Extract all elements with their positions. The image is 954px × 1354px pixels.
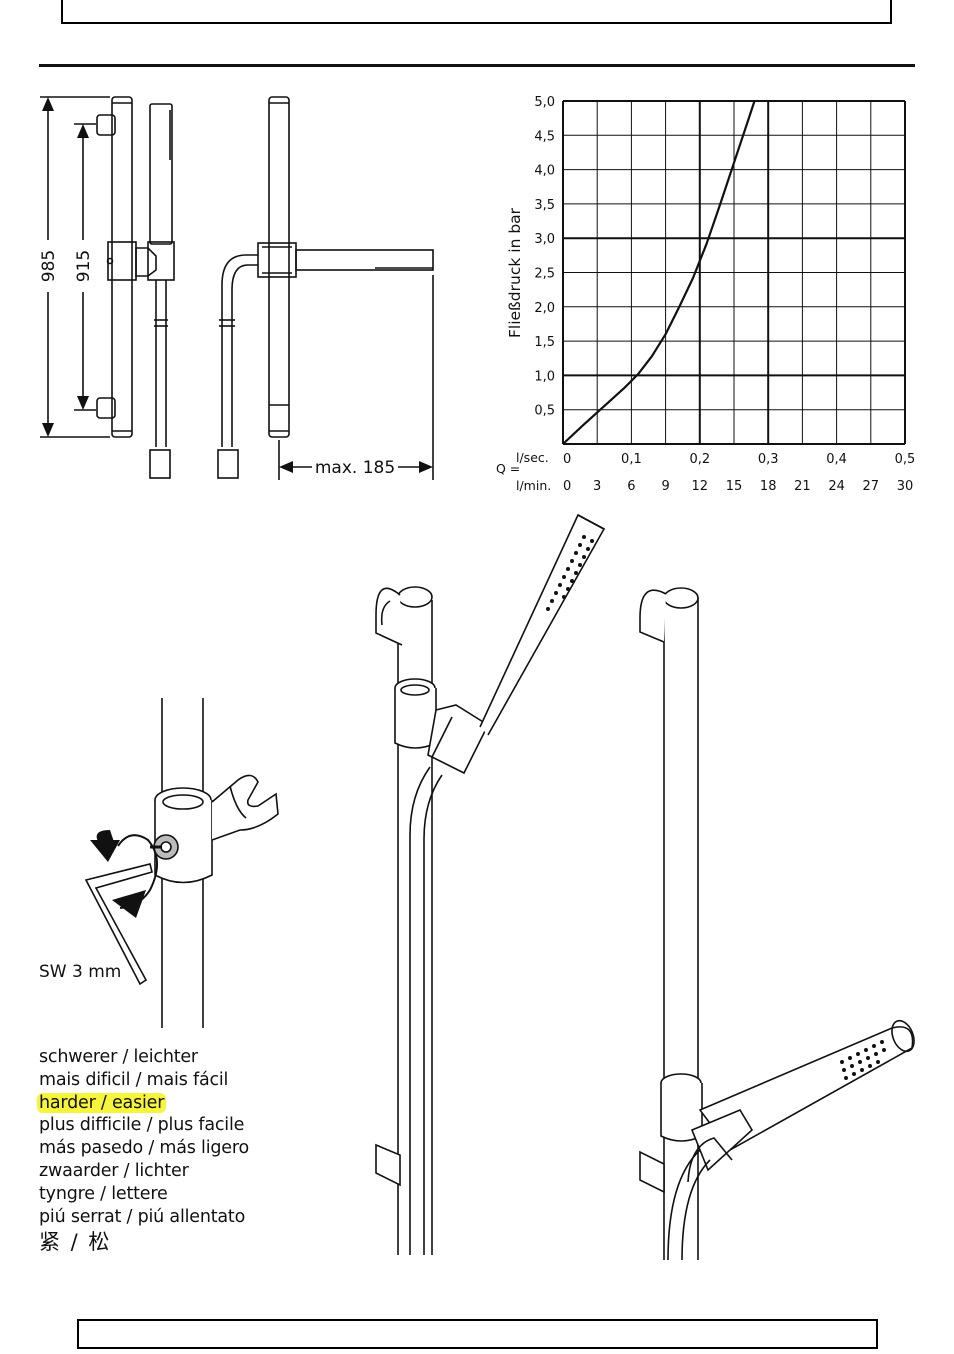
handshower-front xyxy=(149,103,173,245)
x-tick-label-min: 21 xyxy=(794,479,811,494)
x-tick-label-sec: 0,1 xyxy=(621,452,642,467)
rail-with-handshower-drawing xyxy=(375,513,606,1255)
y-tick-label: 3,0 xyxy=(534,232,555,247)
hose-side-inner xyxy=(231,264,258,447)
wrench-size-label: SW 3 mm xyxy=(39,962,122,982)
chart-grid xyxy=(562,100,906,445)
hex-key-icon xyxy=(84,863,153,986)
y-tick-label: 2,5 xyxy=(534,267,555,282)
x-tick-label-min: 15 xyxy=(726,479,743,494)
rotate-left-icon xyxy=(90,840,120,862)
rail-front xyxy=(111,96,133,438)
x-tick-label-min: 18 xyxy=(760,479,777,494)
x-tick-label-sec: 0,5 xyxy=(895,452,916,467)
y-tick-label: 1,5 xyxy=(534,335,555,350)
y-tick-label: 0,5 xyxy=(534,404,555,419)
label-en-highlighted: harder / easier xyxy=(37,1092,167,1113)
x-tick-label-min: 3 xyxy=(593,479,601,494)
label-zh: 紧 / 松 xyxy=(39,1230,112,1255)
arrow-right-icon xyxy=(419,461,433,473)
header-rule xyxy=(39,64,915,67)
x-tick-label-sec: 0,2 xyxy=(689,452,710,467)
arrow-down-icon xyxy=(77,396,89,410)
spray-nozzles-icon xyxy=(546,535,594,611)
x-tick-label-min: 27 xyxy=(863,479,880,494)
y-tick-label: 1,0 xyxy=(534,369,555,384)
rotate-right-icon xyxy=(112,890,146,918)
flow-pressure-chart: 0,5 1,0 1,5 2,0 2,5 3,0 3,5 4,0 4,5 5,0 0 0,1 0,2 0,3… xyxy=(496,95,916,494)
label-it: piú serrat / piú allentato xyxy=(39,1206,246,1227)
rail-side xyxy=(268,96,290,438)
dimension-drawing: 985 915 max. 185 xyxy=(39,96,434,480)
header-frame xyxy=(61,0,892,24)
x-tick-label-min: 6 xyxy=(627,479,635,494)
hose-connector-side xyxy=(217,449,239,479)
chart-ylabel: Fließdruck in bar xyxy=(506,207,524,338)
y-tick-label: 5,0 xyxy=(534,95,555,110)
label-no: tyngre / lettere xyxy=(39,1183,168,1204)
arrow-left-icon xyxy=(279,461,293,473)
label-nl: zwaarder / lichter xyxy=(39,1160,189,1181)
y-tick-label: 4,0 xyxy=(534,164,555,179)
chart-unit-min: l/min. xyxy=(516,478,551,493)
label-de: schwerer / leichter xyxy=(39,1047,198,1067)
dim-label-915: 915 xyxy=(74,250,94,282)
arrow-up-icon xyxy=(42,97,54,111)
x-tick-label-sec: 0 xyxy=(563,452,571,467)
x-tick-label-min: 12 xyxy=(692,479,709,494)
label-pt: mais dificil / mais fácil xyxy=(39,1069,229,1090)
rail-mounted-handshower-drawing xyxy=(639,587,915,1261)
chart-unit-sec: l/sec. xyxy=(516,450,549,465)
hose-connector-front xyxy=(149,449,171,479)
slider-detail-drawing xyxy=(84,698,279,1028)
x-tick-label-min: 9 xyxy=(661,479,669,494)
footer-frame xyxy=(77,1319,878,1349)
wall-bracket-bottom xyxy=(96,397,116,419)
x-tick-label-min: 0 xyxy=(563,479,571,494)
dim-label-985: 985 xyxy=(39,250,59,282)
y-tick-label: 3,5 xyxy=(534,198,555,213)
label-es: más pasedo / más ligero xyxy=(39,1138,249,1159)
x-tick-label-min: 24 xyxy=(828,479,845,494)
chart-q-label: Q = xyxy=(496,461,520,476)
arrow-down-icon xyxy=(42,423,54,437)
wall-bracket-top xyxy=(96,114,116,136)
adjustment-label-list: schwerer / leichter mais dificil / mais … xyxy=(37,1046,249,1255)
dim-label-185: max. 185 xyxy=(315,458,395,478)
spray-nozzles-icon xyxy=(840,1040,886,1080)
holder-front xyxy=(135,247,157,277)
slider-side xyxy=(257,242,297,278)
x-tick-label-sec: 0,3 xyxy=(758,452,779,467)
flow-curve xyxy=(562,100,756,445)
y-tick-label: 2,0 xyxy=(534,301,555,316)
label-fr: plus difficile / plus facile xyxy=(39,1115,245,1136)
x-tick-label-sec: 0,4 xyxy=(826,452,847,467)
y-tick-label: 4,5 xyxy=(534,129,555,144)
hose-side-outer xyxy=(221,254,258,447)
handshower-side xyxy=(295,249,434,271)
x-tick-label-min: 30 xyxy=(897,479,914,494)
holder-side xyxy=(147,241,175,281)
arrow-up-icon xyxy=(77,124,89,138)
